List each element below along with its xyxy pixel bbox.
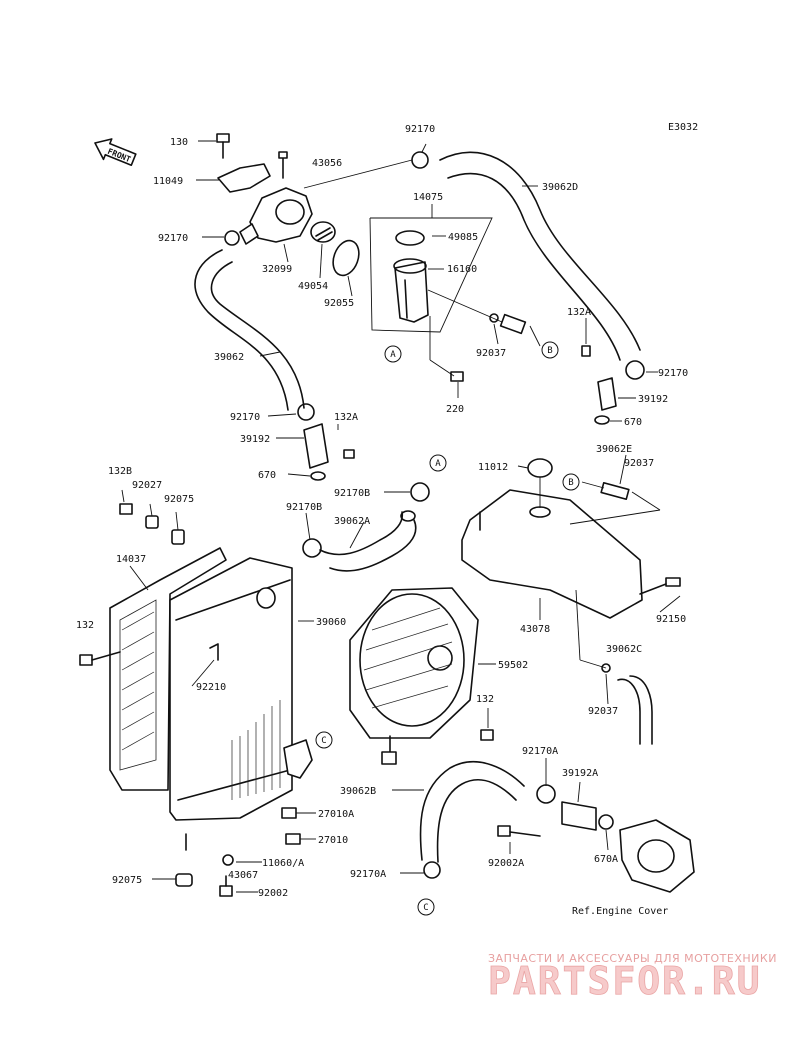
part-label: 92002 [258,888,288,899]
part-label: 92037 [476,348,506,359]
part-label: 16160 [447,264,477,275]
part-label: 27010 [318,835,348,846]
part-label: 92055 [324,298,354,309]
part-label: 43067 [228,870,258,881]
part-label: 92170 [230,412,260,423]
part-label: 92075 [112,875,142,886]
part-label: 670 [258,470,276,481]
part-label: 39062D [542,182,578,193]
part-label: 220 [446,404,464,415]
callout-a-lower: A [429,454,447,472]
part-label: 92037 [588,706,618,717]
part-label: 132 [76,620,94,631]
part-label: 39062C [606,644,642,655]
callout-a-upper-label: A [390,350,396,360]
part-label: 670 [624,417,642,428]
part-label: 92170B [286,502,322,513]
part-label: 11012 [478,462,508,473]
part-label: 39062B [340,786,376,797]
diagram-code: E3032 [668,122,698,133]
part-label: 92027 [132,480,162,491]
part-label: 11060/A [262,858,304,869]
reservoir-tank [461,458,681,745]
callout-b-upper: B [541,341,559,359]
part-label: 32099 [262,264,292,275]
part-label: 92170B [334,488,370,499]
callout-b-upper-label: B [547,346,552,356]
part-label: 92002A [488,858,524,869]
part-label: 92170 [405,124,435,135]
part-label: 92075 [164,494,194,505]
part-label: 130 [170,137,188,148]
thermostat-assembly [194,133,645,481]
cooling-fan [349,587,494,765]
part-label: 49085 [448,232,478,243]
callout-a-lower-label: A [435,459,441,469]
part-label: 39062A [334,516,370,527]
part-label: 92150 [656,614,686,625]
callout-c-upper-label: C [321,736,326,746]
part-label: 132A [334,412,358,423]
part-label: 92170 [158,233,188,244]
part-label: 39192 [240,434,270,445]
watermark-brand: PARTSFOR.RU [488,959,762,1003]
part-label: 92170 [658,368,688,379]
part-label: 59502 [498,660,528,671]
callout-c-upper: C [315,731,333,749]
part-label: 132A [567,307,591,318]
part-label: 132B [108,466,132,477]
part-label: 14037 [116,554,146,565]
callout-c-lower-label: C [423,903,428,913]
part-label: 92037 [624,458,654,469]
front-direction-arrow: FRONT [94,138,137,167]
part-label: 132 [476,694,494,705]
part-label: 92170A [522,746,558,757]
reference-note: Ref.Engine Cover [572,906,668,917]
callout-c-lower: C [417,898,435,916]
part-label: 49054 [298,281,328,292]
part-label: 27010A [318,809,354,820]
part-label: 39060 [316,617,346,628]
radiator [79,503,313,897]
callout-a-upper: A [384,345,402,363]
part-number-labels: 130 11049 92170 43056 14075 39062D 92170… [76,124,688,899]
part-label: 39192 [638,394,668,405]
part-label: 39062E [596,444,632,455]
leader-lines [121,140,681,893]
part-label: 43078 [520,624,550,635]
part-label: 39062 [214,352,244,363]
callout-b-lower: B [562,473,580,491]
watermark-tagline: ЗАПЧАСТИ И АКСЕССУАРЫ ДЛЯ МОТОТЕХНИКИ [488,952,777,965]
part-label: 92210 [196,682,226,693]
part-label: 11049 [153,176,183,187]
callout-b-lower-label: B [568,478,573,488]
part-label: 14075 [413,192,443,203]
lower-hoses [302,482,695,893]
part-label: 43056 [312,158,342,169]
part-label: 39192A [562,768,598,779]
part-label: 92170A [350,869,386,880]
part-label: 670A [594,854,618,865]
